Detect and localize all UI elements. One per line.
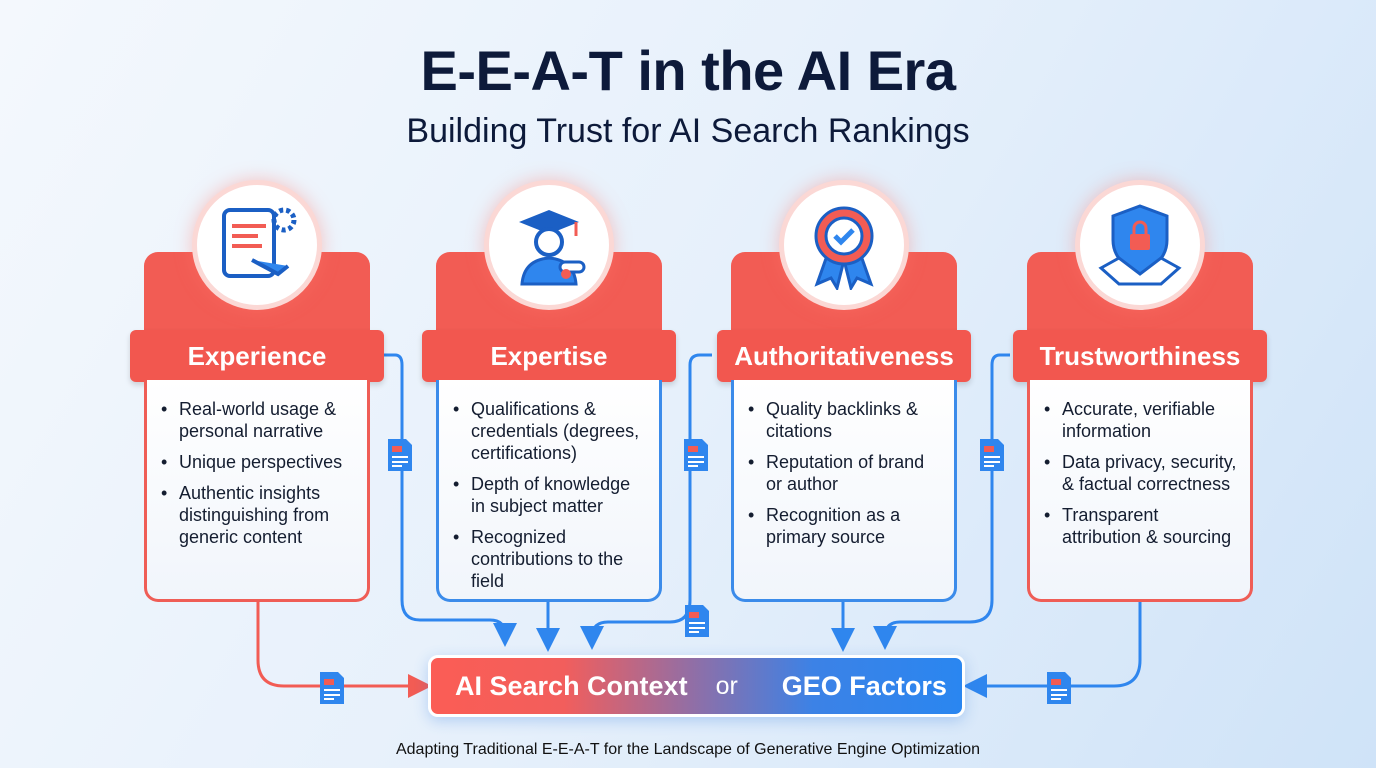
list-item: Transparent attribution & sourcing [1042, 504, 1240, 548]
page-subtitle: Building Trust for AI Search Rankings [406, 112, 970, 150]
page-title: E-E-A-T in the AI Era [420, 39, 956, 102]
award-badge-check-icon [779, 180, 909, 310]
document-icon [683, 603, 711, 639]
context-left-label: AI Search Context [455, 670, 688, 701]
document-icon [978, 437, 1006, 473]
list-item: Qualifications & credentials (degrees, c… [451, 398, 649, 464]
wire-experience [256, 602, 432, 698]
card-title: Trustworthiness [1013, 330, 1267, 382]
footer-caption: Adapting Traditional E-E-A-T for the Lan… [395, 741, 981, 758]
list-item: Reputation of brand or author [746, 451, 944, 495]
document-icon [1045, 670, 1073, 706]
context-joiner: or [715, 671, 738, 700]
wire-trust [963, 602, 1142, 698]
list-item: Recognized contributions to the field [451, 526, 649, 592]
ai-search-context-box: AI Search Context or GEO Factors [428, 655, 965, 717]
document-icon [318, 670, 346, 706]
shield-lock-handshake-icon [1075, 180, 1205, 310]
list-item: Authentic insights distinguishing from g… [159, 482, 357, 548]
list-item: Accurate, verifiable information [1042, 398, 1240, 442]
list-item: Recognition as a primary source [746, 504, 944, 548]
list-item: Real-world usage & personal narrative [159, 398, 357, 442]
list-item: Data privacy, security, & factual correc… [1042, 451, 1240, 495]
context-right-label: GEO Factors [781, 670, 947, 701]
card-title: Authoritativeness [717, 330, 971, 382]
card-title: Expertise [422, 330, 676, 382]
list-item: Quality backlinks & citations [746, 398, 944, 442]
tablet-wrench-gear-icon [192, 180, 322, 310]
document-icon [682, 437, 710, 473]
card-title: Experience [130, 330, 384, 382]
document-icon [386, 437, 414, 473]
graduate-diploma-icon [484, 180, 614, 310]
wire-trust-side [873, 353, 1010, 650]
list-item: Unique perspectives [159, 451, 357, 473]
list-item: Depth of knowledge in subject matter [451, 473, 649, 517]
wire-exp-side [380, 353, 517, 647]
